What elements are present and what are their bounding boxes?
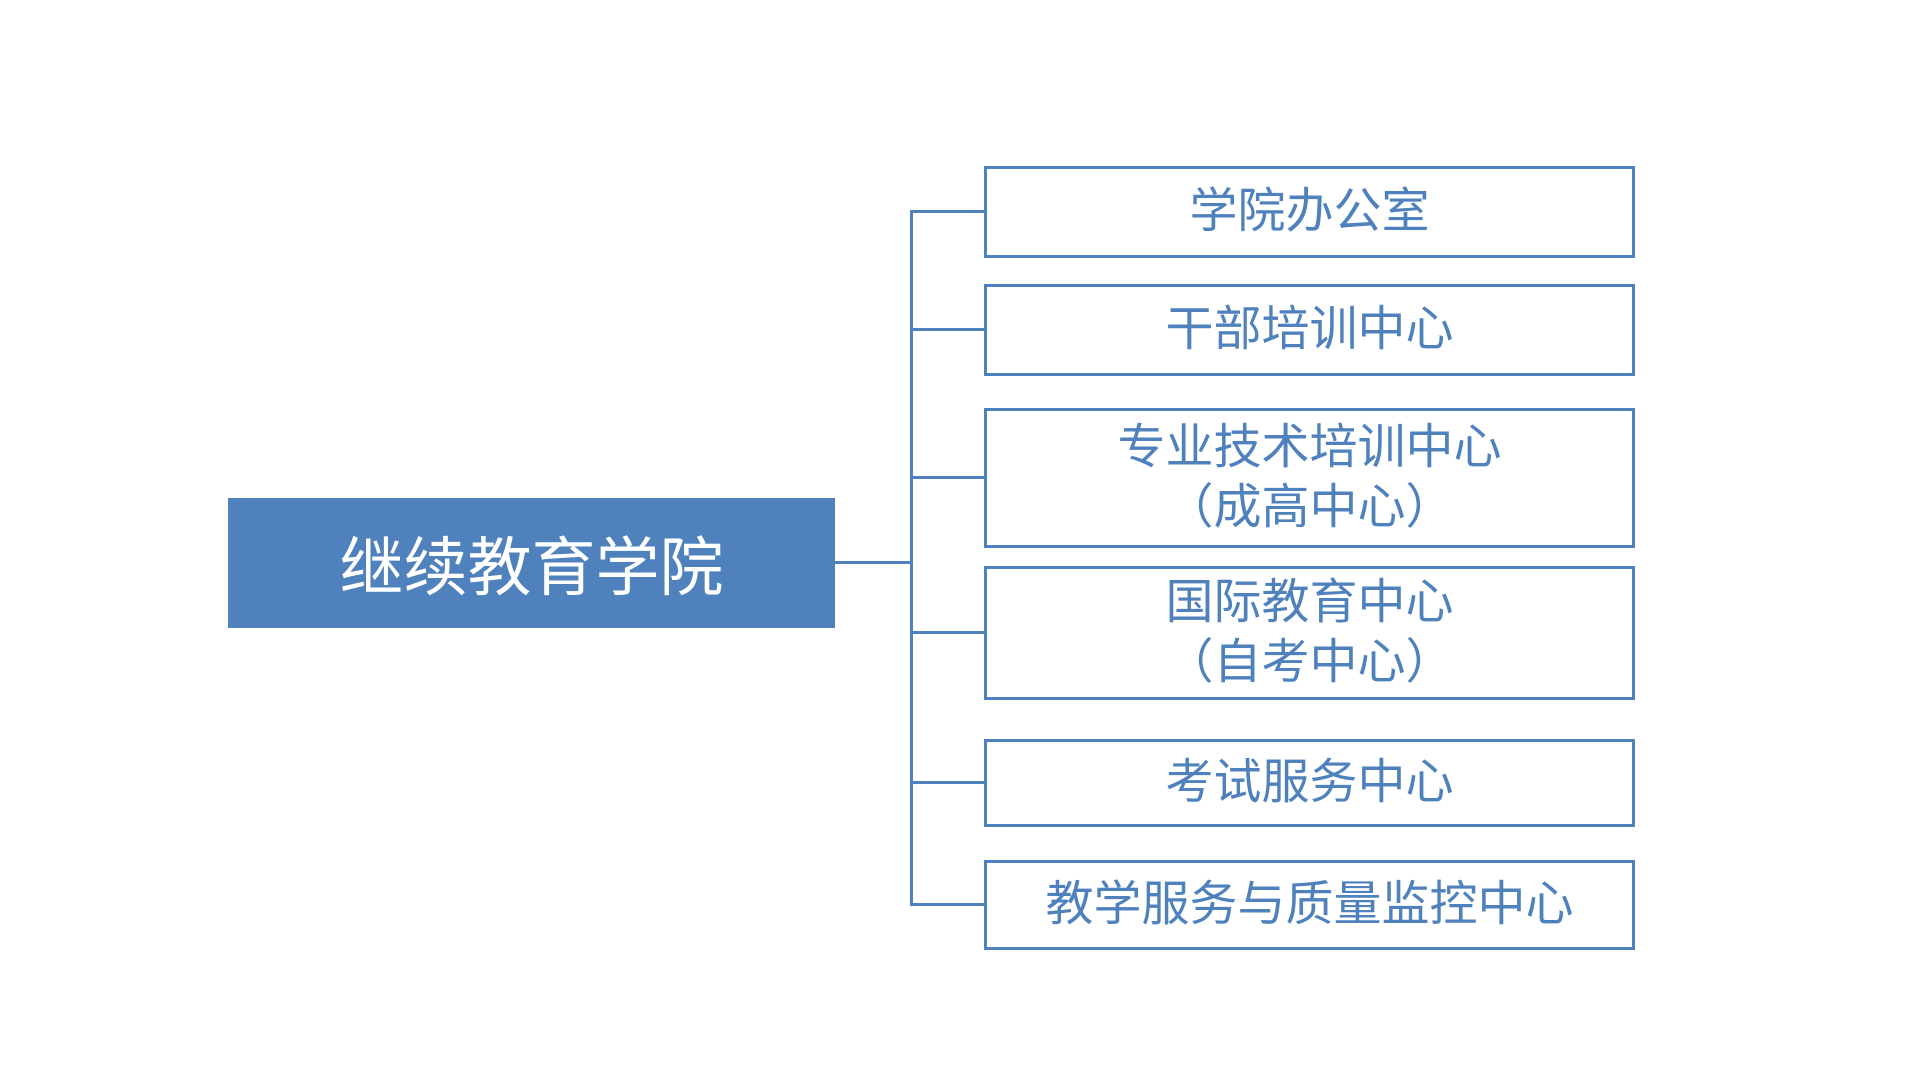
connector-stub-1 [910,210,984,213]
org-child-label: 教学服务与质量监控中心 [1045,878,1574,931]
org-child-label-line2: （自考中心） [1165,636,1454,689]
org-child-box-exam-service: 考试服务中心 [984,739,1635,827]
org-child-box-international-education: 国际教育中心 （自考中心） [984,566,1635,700]
connector-spine [910,211,913,906]
org-child-box-teaching-quality: 教学服务与质量监控中心 [984,860,1635,950]
org-child-label-line2: （成高中心） [1165,481,1454,534]
org-child-label: 干部培训中心 [1165,303,1454,356]
org-child-box-office: 学院办公室 [984,166,1635,258]
org-root-box: 继续教育学院 [228,498,835,628]
org-child-label: 考试服务中心 [1165,756,1454,809]
org-root-label: 继续教育学院 [339,532,724,604]
connector-stub-5 [910,781,984,784]
org-child-label: 学院办公室 [1189,185,1430,238]
org-child-box-professional-training: 专业技术培训中心 （成高中心） [984,408,1635,548]
connector-stub-4 [910,631,984,634]
org-child-label: 国际教育中心 [1165,576,1454,629]
connector-stub-6 [910,903,984,906]
connector-root-to-spine [835,561,913,564]
connector-stub-3 [910,476,984,479]
org-child-label: 专业技术培训中心 [1117,421,1502,474]
connector-stub-2 [910,328,984,331]
org-child-box-cadre-training: 干部培训中心 [984,284,1635,376]
